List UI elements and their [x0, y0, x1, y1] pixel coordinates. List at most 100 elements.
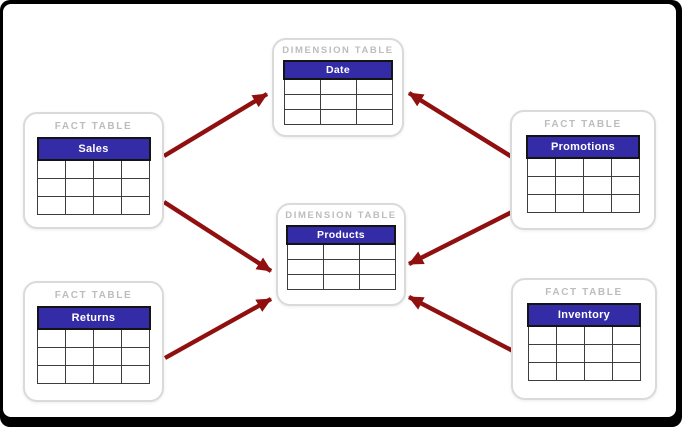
empty-cell — [555, 325, 585, 345]
promotions-table: Promotions — [526, 135, 640, 213]
table-row — [526, 176, 640, 195]
table-row — [286, 274, 396, 290]
empty-cell — [527, 362, 557, 381]
table-row — [527, 325, 641, 345]
empty-cell — [555, 362, 585, 381]
table-row — [283, 78, 393, 95]
empty-cell — [611, 344, 641, 363]
empty-cell — [582, 194, 612, 213]
empty-cell — [358, 243, 396, 260]
products-table-card: DIMENSION TABLE Products — [276, 203, 406, 306]
empty-cell — [322, 259, 360, 275]
table-name-header: Sales — [36, 137, 151, 161]
returns-table-card: FACT TABLE Returns — [23, 281, 164, 402]
table-row — [286, 259, 396, 275]
empty-cell — [554, 176, 584, 195]
table-type-label: FACT TABLE — [54, 290, 133, 301]
empty-cell — [65, 159, 94, 179]
sales-table: Sales — [36, 137, 151, 215]
empty-cell — [65, 328, 94, 348]
empty-cell — [358, 259, 396, 275]
empty-cell — [582, 157, 612, 177]
table-row — [37, 365, 150, 384]
table-row — [526, 157, 640, 177]
returns-table: Returns — [36, 306, 151, 384]
empty-cell — [93, 365, 122, 384]
table-type-label: FACT TABLE — [54, 121, 133, 132]
empty-cell — [611, 325, 641, 345]
empty-cell — [355, 94, 393, 110]
table-row — [527, 344, 641, 363]
empty-cell — [121, 328, 150, 348]
empty-cell — [121, 196, 150, 215]
empty-cell — [93, 178, 122, 197]
table-name-header: Inventory — [527, 303, 641, 327]
empty-cell — [286, 274, 324, 290]
empty-cell — [121, 365, 150, 384]
empty-cell — [554, 157, 584, 177]
empty-cell — [319, 78, 357, 95]
empty-cell — [355, 109, 393, 125]
table-row — [37, 159, 150, 179]
empty-cell — [526, 157, 556, 177]
inventory-table-card: FACT TABLE Inventory — [511, 278, 657, 400]
empty-cell — [283, 78, 321, 95]
empty-cell — [37, 365, 66, 384]
empty-cell — [582, 176, 612, 195]
empty-cell — [319, 94, 357, 110]
empty-cell — [319, 109, 357, 125]
empty-cell — [37, 178, 66, 197]
empty-cell — [93, 347, 122, 366]
table-name-header: Date — [283, 60, 393, 80]
empty-cell — [583, 344, 613, 363]
empty-cell — [358, 274, 396, 290]
empty-cell — [37, 196, 66, 215]
empty-cell — [93, 196, 122, 215]
table-row — [283, 94, 393, 110]
empty-cell — [555, 344, 585, 363]
empty-cell — [554, 194, 584, 213]
empty-cell — [65, 178, 94, 197]
table-name-header: Products — [286, 225, 396, 245]
empty-cell — [283, 94, 321, 110]
empty-cell — [65, 347, 94, 366]
empty-cell — [93, 328, 122, 348]
empty-cell — [121, 159, 150, 179]
table-row — [37, 196, 150, 215]
empty-cell — [322, 274, 360, 290]
empty-cell — [526, 194, 556, 213]
table-name-header: Returns — [36, 306, 151, 330]
empty-cell — [610, 157, 640, 177]
table-row — [286, 243, 396, 260]
empty-cell — [37, 347, 66, 366]
empty-cell — [65, 365, 94, 384]
empty-cell — [611, 362, 641, 381]
empty-cell — [322, 243, 360, 260]
empty-cell — [526, 176, 556, 195]
empty-cell — [283, 109, 321, 125]
empty-cell — [121, 178, 150, 197]
promotions-table-card: FACT TABLE Promotions — [510, 110, 656, 230]
empty-cell — [37, 328, 66, 348]
table-row — [283, 109, 393, 125]
empty-cell — [121, 347, 150, 366]
table-type-label: FACT TABLE — [544, 119, 622, 130]
empty-cell — [286, 243, 324, 260]
table-row — [37, 328, 150, 348]
empty-cell — [527, 344, 557, 363]
empty-cell — [610, 176, 640, 195]
table-row — [37, 178, 150, 197]
empty-cell — [93, 159, 122, 179]
empty-cell — [286, 259, 324, 275]
empty-cell — [527, 325, 557, 345]
inventory-table: Inventory — [527, 303, 641, 381]
empty-cell — [583, 362, 613, 381]
table-name-header: Promotions — [526, 135, 640, 159]
table-type-label: DIMENSION TABLE — [285, 210, 397, 221]
table-row — [526, 194, 640, 213]
sales-table-card: FACT TABLE Sales — [23, 112, 164, 229]
table-type-label: FACT TABLE — [545, 287, 623, 298]
empty-cell — [610, 194, 640, 213]
